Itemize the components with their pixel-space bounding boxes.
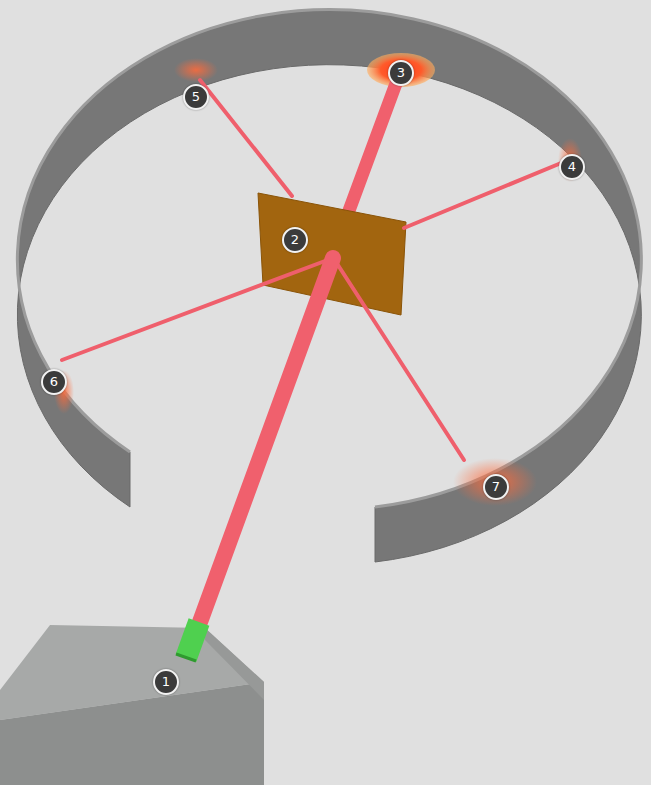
callout-number: 1 (153, 669, 179, 695)
laser-nozzle (186, 622, 199, 658)
impact-spot (453, 458, 537, 506)
callout-number: 2 (282, 227, 308, 253)
scattered-beam (62, 258, 333, 360)
scattered-beam (336, 262, 464, 460)
nozzle-rim (176, 654, 196, 661)
source-box-front (0, 682, 264, 785)
callout-number: 6 (41, 369, 67, 395)
callout-number: 5 (183, 84, 209, 110)
source-box-side (205, 628, 264, 700)
impact-spot (367, 53, 435, 87)
transmitted-beam (340, 70, 401, 235)
callout-number: 7 (483, 474, 509, 500)
incident-beam (200, 258, 333, 622)
scattered-beam (200, 80, 292, 196)
callout-number: 3 (388, 60, 414, 86)
impact-spot (174, 58, 218, 82)
scattered-beam (404, 161, 566, 228)
callout-number: 4 (559, 154, 585, 180)
